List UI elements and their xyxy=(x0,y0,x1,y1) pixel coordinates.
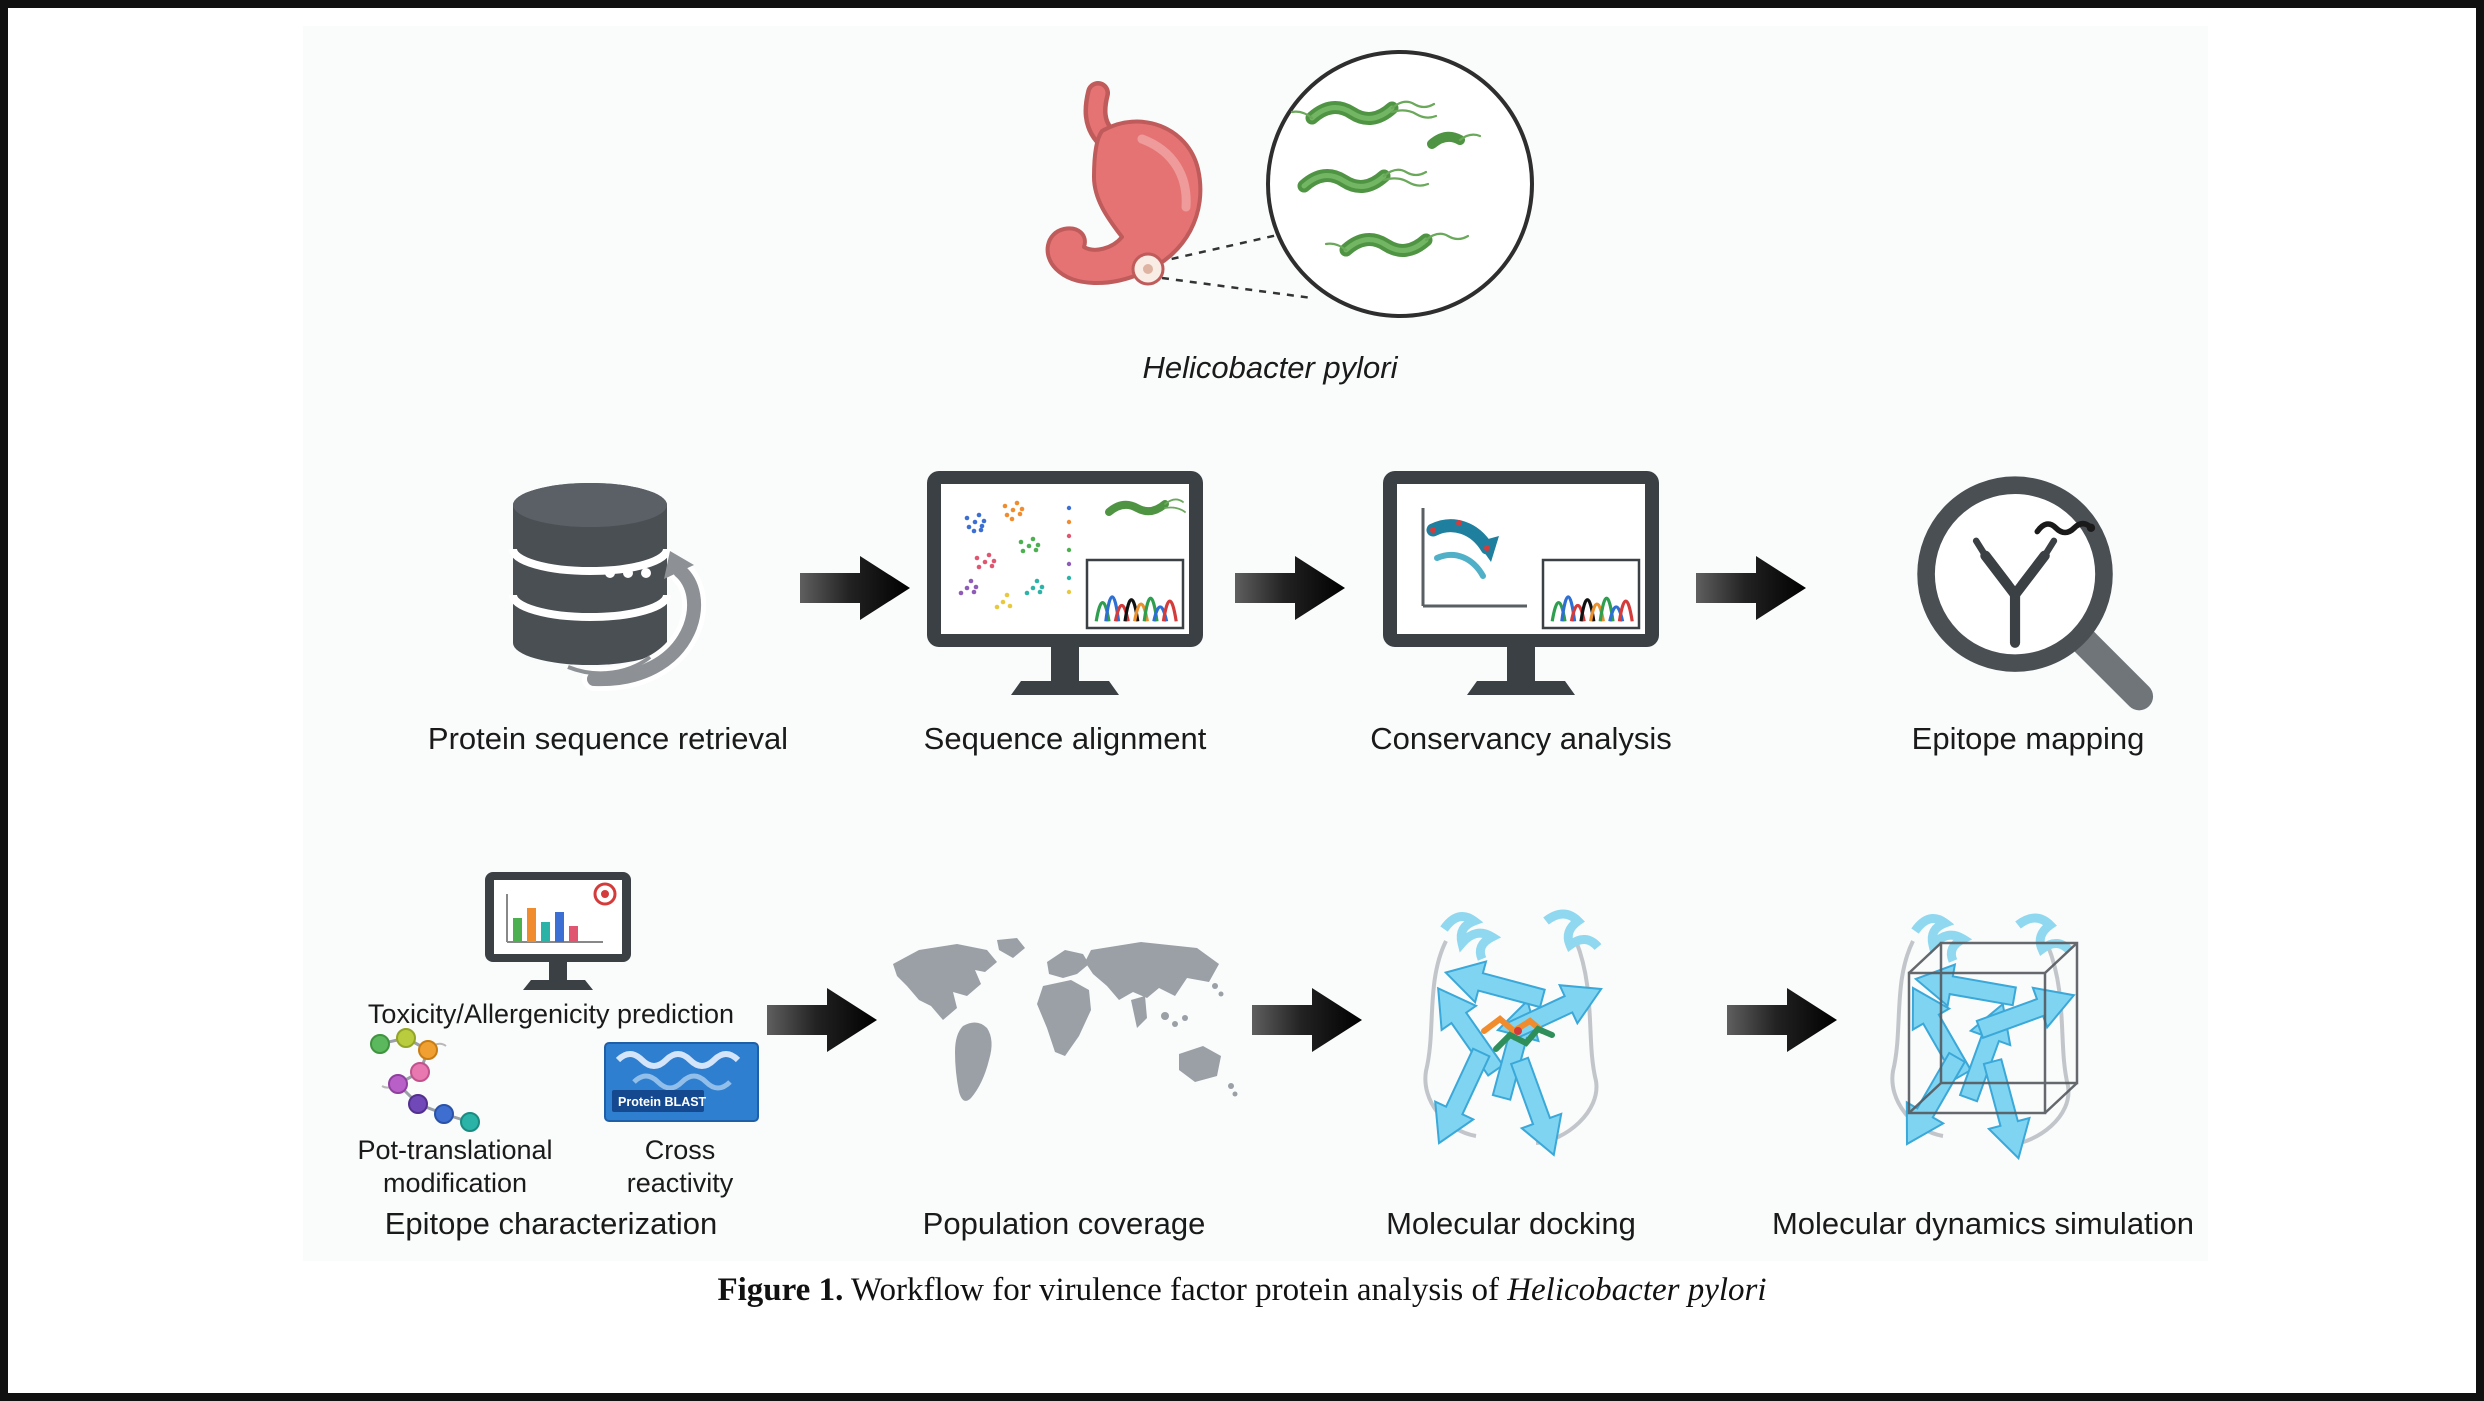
step-protein-sequence-retrieval: Protein sequence retrieval xyxy=(368,466,848,757)
protein-ribbon-icon xyxy=(567,551,707,692)
organism-label: Helicobacter pylori xyxy=(1142,350,1398,385)
flow-arrow-icon xyxy=(1696,552,1808,624)
blast-box-label: Protein BLAST xyxy=(618,1095,707,1109)
flow-arrow-icon xyxy=(1235,552,1347,624)
step-label: Protein sequence retrieval xyxy=(427,721,789,756)
flow-arrow-icon xyxy=(1252,984,1364,1056)
legend-dots xyxy=(1066,505,1072,594)
chromatogram-icon xyxy=(1085,558,1185,629)
step-population-coverage: Population coverage xyxy=(854,866,1274,1242)
flow-arrow-icon xyxy=(800,552,912,624)
simulation-cube-icon xyxy=(1907,941,2079,1115)
step-molecular-dynamics: Molecular dynamics simulation xyxy=(1753,866,2213,1242)
dashed-line-icon xyxy=(1161,276,1313,300)
flow-arrow-icon xyxy=(767,984,879,1056)
step-epitope-mapping: Epitope mapping xyxy=(1788,466,2268,757)
caption-organism: Helicobacter pylori xyxy=(1507,1272,1767,1308)
step-epitope-characterization: Toxicity/Allergenicity prediction xyxy=(316,866,786,1242)
epitope-squiggle-icon xyxy=(2034,520,2092,535)
ligand-green-icon xyxy=(1493,1025,1555,1052)
caption-prefix: Figure 1. xyxy=(717,1272,844,1308)
step-molecular-docking: Molecular docking xyxy=(1301,866,1721,1242)
step-label: Sequence alignment xyxy=(923,721,1207,756)
group-label: Epitope characterization xyxy=(384,1206,718,1241)
step-label: Population coverage xyxy=(922,1206,1206,1241)
toxicity-label: Toxicity/Allergenicity prediction xyxy=(367,999,735,1029)
chromatogram-icon xyxy=(1541,558,1641,629)
step-label: Molecular dynamics simulation xyxy=(1771,1206,2195,1241)
step-label: Molecular docking xyxy=(1386,1206,1636,1241)
stomach-icon xyxy=(1045,50,1534,318)
toxicity-monitor-icon xyxy=(483,870,633,996)
step-label: Conservancy analysis xyxy=(1370,721,1672,756)
step-conservancy-analysis: Conservancy analysis xyxy=(1281,466,1761,757)
step-sequence-alignment: Sequence alignment xyxy=(825,466,1305,757)
protein-blast-box-icon: Protein BLAST xyxy=(604,1042,759,1122)
bacteria xyxy=(1290,100,1482,257)
molecular-docking-icon xyxy=(1423,909,1603,1157)
bacteria-zoom-circle-icon xyxy=(1266,50,1534,318)
figure-caption: Figure 1. Workflow for virulence factor … xyxy=(8,1272,2476,1309)
ptm-label: Pot-translational modification xyxy=(357,1135,553,1198)
flow-arrow-icon xyxy=(1727,984,1839,1056)
world-map-icon xyxy=(893,937,1238,1101)
hpylori-illustration xyxy=(960,26,1580,356)
monitor-sequence-alignment-icon xyxy=(927,470,1203,695)
bacterium-icon xyxy=(1105,498,1186,516)
step-label: Epitope mapping xyxy=(1911,721,2145,756)
magnifier-antibody-icon xyxy=(1917,475,2154,710)
database-icon xyxy=(509,483,707,692)
monitor-conservancy-icon xyxy=(1383,470,1659,695)
antibody-icon xyxy=(1972,537,2058,648)
ptm-beads-icon xyxy=(364,1026,499,1141)
cross-reactivity-label: Cross reactivity xyxy=(626,1135,734,1198)
molecular-dynamics-cube-icon xyxy=(1890,913,2079,1161)
caption-body: Workflow for virulence factor protein an… xyxy=(843,1272,1508,1308)
